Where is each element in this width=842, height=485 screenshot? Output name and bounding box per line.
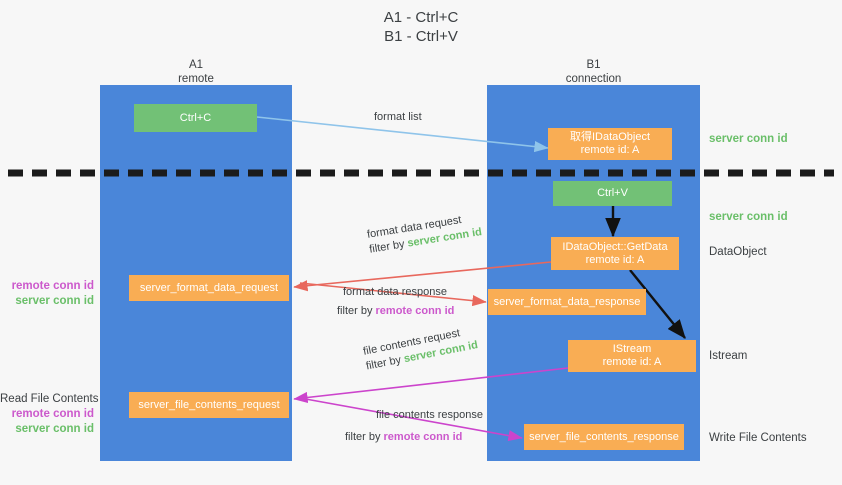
node-get-idataobject-line2: remote id: A [580,144,640,156]
label-server-conn-id-left-mid: server conn id [15,295,94,307]
caption-format-data-response-filter: filter by remote conn id [337,304,454,319]
node-istream-line2: remote id: A [602,356,662,368]
node-server-format-data-request[interactable]: server_format_data_request [129,275,289,301]
node-server-file-contents-response[interactable]: server_file_contents_response [524,424,684,450]
label-read-file-contents: Read File Contents [0,393,99,405]
column-header-b1: B1 connection [487,58,700,86]
title-line-1: A1 - Ctrl+C [383,9,459,26]
node-server-format-data-response-label: server_format_data_response [493,295,641,308]
column-a1-sub: remote [178,73,214,85]
node-server-file-contents-request-label: server_file_contents_request [138,398,280,411]
column-a1-name: A1 [188,59,204,71]
label-server-conn-id-mid: server conn id [709,211,788,223]
label-server-conn-id-bottom: server conn id [15,423,94,435]
caption-format-list-text: format list [374,111,422,123]
label-remote-conn-id-bottom: remote conn id [11,408,94,420]
label-dataobject: DataObject [709,246,767,258]
node-get-idataobject[interactable]: 取得IDataObject remote id: A [548,128,672,160]
node-server-format-data-request-label: server_format_data_request [139,281,279,294]
caption-fcres-value: remote conn id [383,431,463,443]
caption-format-data-response: format data response filter by remote co… [337,285,454,319]
label-istream: Istream [709,350,748,362]
node-idataobject-getdata[interactable]: IDataObject::GetData remote id: A [551,237,679,270]
label-server-conn-id-top: server conn id [709,133,788,145]
node-idataobject-getdata-line1: IDataObject::GetData [562,240,668,253]
caption-file-contents-request: file contents request filter by server c… [362,323,479,374]
node-ctrl-v-label: Ctrl+V [597,187,628,199]
column-b1-name: B1 [586,59,601,71]
caption-file-contents-response-line1: file contents response [376,409,484,421]
caption-format-data-request: format data request filter by server con… [366,210,483,257]
caption-fdres-value: remote conn id [375,305,455,317]
label-write-file-contents: Write File Contents [709,432,807,444]
node-get-idataobject-line1: 取得IDataObject [569,131,651,143]
node-ctrl-c[interactable]: Ctrl+C [134,104,257,132]
label-group-conn-ids-mid: remote conn id server conn id [0,279,94,309]
caption-format-list: format list [374,110,422,125]
caption-fcres-prefix: filter by [345,431,384,443]
node-server-file-contents-response-label: server_file_contents_response [529,430,679,443]
column-b1-sub: connection [565,73,622,85]
node-idataobject-getdata-line2: remote id: A [585,253,645,266]
caption-format-data-response-line1: format data response [343,286,447,298]
node-server-format-data-response[interactable]: server_format_data_response [488,289,646,315]
caption-file-contents-response-filter: filter by remote conn id [345,430,483,445]
caption-file-contents-response: file contents response filter by remote … [345,408,484,445]
column-header-a1: A1 remote [100,58,292,86]
label-remote-conn-id-mid: remote conn id [11,280,94,292]
node-server-file-contents-request[interactable]: server_file_contents_request [129,392,289,418]
label-group-read-file-contents: Read File Contents remote conn id server… [0,392,99,437]
node-ctrl-v[interactable]: Ctrl+V [553,181,672,206]
title-line-2: B1 - Ctrl+V [384,28,458,45]
caption-fdres-prefix: filter by [337,305,376,317]
node-ctrl-c-label: Ctrl+C [179,111,212,124]
page-title: A1 - Ctrl+C B1 - Ctrl+V [0,8,842,46]
node-istream[interactable]: IStream remote id: A [568,340,696,372]
node-istream-line1: IStream [612,343,652,355]
